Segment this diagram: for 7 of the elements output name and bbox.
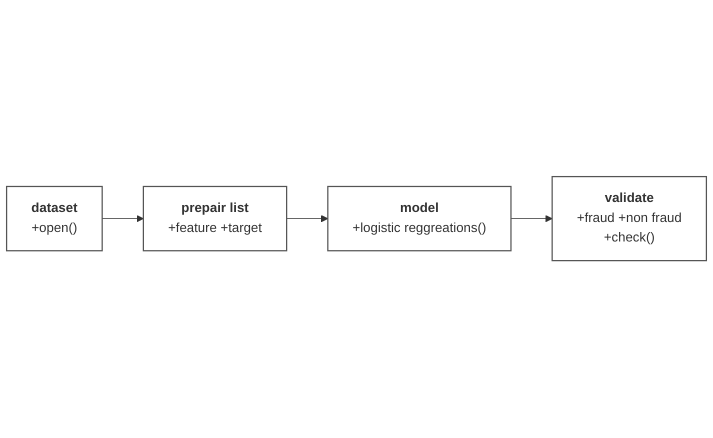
arrow (286, 215, 328, 223)
arrow (102, 215, 144, 223)
node-box: dataset +open() (6, 186, 103, 252)
arrow (510, 215, 552, 223)
node-box: validate +fraud +non fraud +check() (552, 176, 708, 262)
node-box: prepair list +feature +target (142, 186, 288, 252)
node-box: model +logistic reggreations() (327, 186, 512, 252)
